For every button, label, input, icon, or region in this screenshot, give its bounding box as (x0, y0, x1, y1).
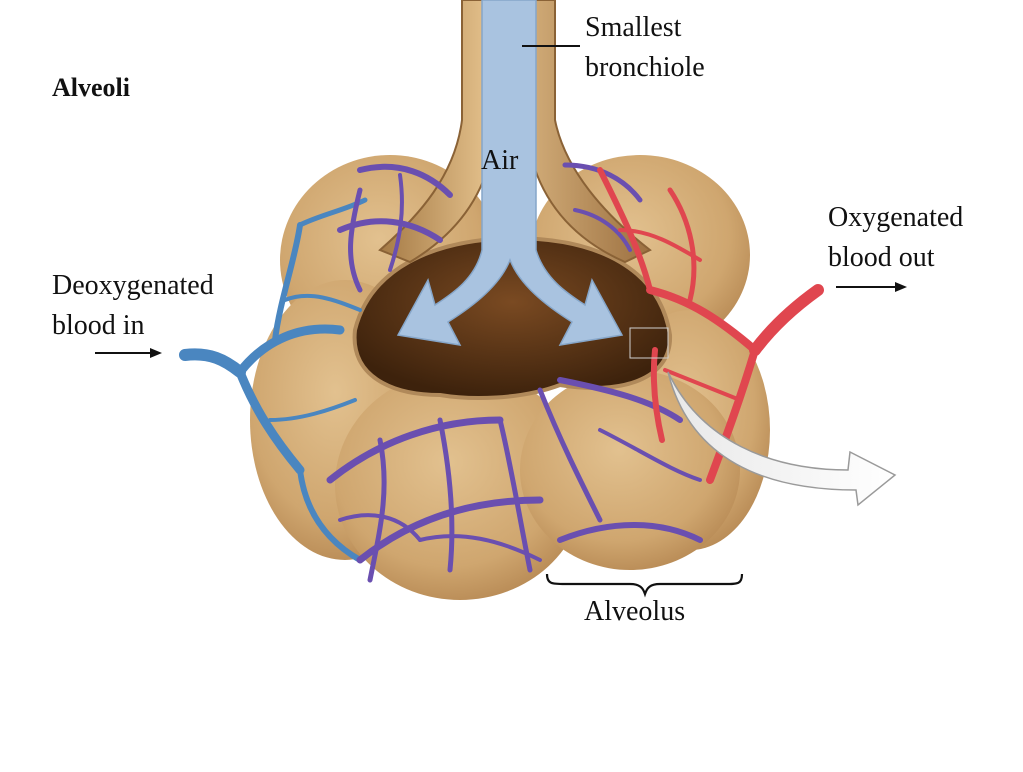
detail-box (629, 327, 669, 359)
air-flow-arrow (396, 0, 624, 346)
alveolus-brace (545, 573, 744, 598)
diagram-title: Alveoli (52, 73, 130, 102)
gas-exchange-arrow (667, 371, 897, 507)
deoxygenated-label-line1: Deoxygenated (52, 270, 214, 301)
blood-out-arrow (836, 282, 907, 292)
oxygenated-vessels (597, 167, 824, 484)
blood-in-arrow (95, 348, 162, 358)
alveolar-cavity (352, 235, 673, 400)
alveolus-front-right (520, 370, 740, 570)
bronchiole-label-line1: Smallest (585, 12, 682, 43)
capillary-network (326, 162, 703, 583)
alveolus-label: Alveolus (584, 596, 686, 627)
oxygenated-label-line1: Oxygenated (828, 202, 964, 233)
deoxygenated-label-line2: blood in (52, 310, 145, 341)
oxygenated-label-line2: blood out (828, 242, 935, 273)
air-label: Air (481, 145, 519, 176)
bronchiole-label-line2: bronchiole (585, 52, 705, 83)
